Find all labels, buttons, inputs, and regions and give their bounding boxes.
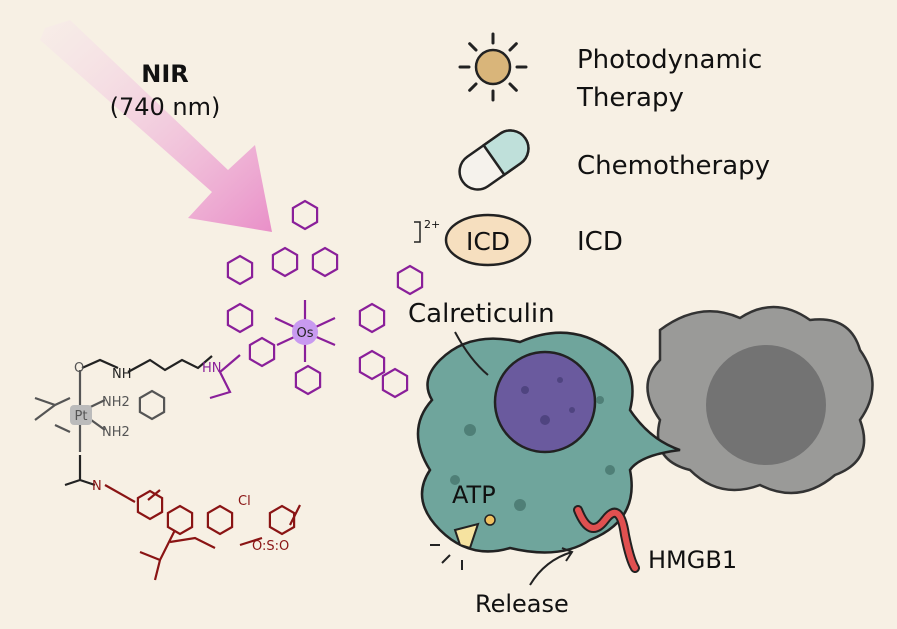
molecule-structure (136, 199, 424, 536)
aromatic-ring (396, 264, 424, 296)
hmgb1-label: HMGB1 (648, 546, 737, 574)
aromatic-ring (381, 367, 409, 399)
sun-ray (508, 82, 518, 92)
aromatic-ring (226, 254, 254, 286)
molecule-bonds (34, 300, 336, 581)
pt-atom: Pt (75, 409, 88, 424)
aromatic-ring (226, 302, 254, 334)
pt-oxygen: O (74, 361, 84, 376)
atp-label: ATP (452, 481, 496, 509)
bracket (414, 221, 421, 243)
aromatic-ring (271, 246, 299, 278)
aromatic-ring (248, 336, 276, 368)
nh2-bottom: NH2 (102, 425, 130, 440)
piperidine-n: N (92, 479, 102, 494)
wavelength-label: (740 nm) (110, 93, 221, 121)
release-arrow (529, 547, 574, 586)
sun-icon (458, 32, 528, 102)
hmgb1-protein (575, 507, 638, 571)
nir-arrow (40, 20, 272, 232)
icd-badge-text: ICD (466, 227, 510, 256)
nh2-top: NH2 (102, 395, 130, 410)
nir-label: NIR (141, 60, 189, 88)
sulfonyl: O:S:O (252, 539, 289, 554)
os-center (292, 319, 318, 345)
legend-chemo: Chemotherapy (577, 151, 770, 181)
chromatin-dots (521, 377, 575, 425)
aromatic-ring (358, 349, 386, 381)
legend-icd: ICD (577, 227, 623, 257)
aromatic-ring (358, 302, 386, 334)
dead-cell-nucleus (706, 345, 826, 465)
legend-pdt-line1: Photodynamic (577, 45, 762, 75)
os-atom: Os (296, 326, 313, 341)
calreticulin-pointer (454, 331, 489, 376)
atp-burst (453, 522, 480, 550)
vesicles (450, 396, 615, 511)
cl-atom: Cl (238, 494, 251, 509)
icd-badge (444, 213, 532, 267)
hn-atom: HN (202, 361, 222, 376)
aromatic-ring (291, 199, 319, 231)
aromatic-ring (136, 489, 164, 521)
aromatic-ring (166, 504, 194, 536)
release-label: Release (475, 590, 569, 618)
aromatic-ring (268, 504, 296, 536)
pt-center (70, 405, 92, 425)
aromatic-ring (206, 504, 234, 536)
aromatic-ring (311, 246, 339, 278)
burst-lines (430, 544, 463, 570)
sun-ray (468, 42, 478, 52)
aromatic-ring (138, 389, 166, 421)
legend-pdt-line2: Therapy (576, 83, 684, 113)
calreticulin-label: Calreticulin (408, 299, 555, 329)
nh-atom: NH (112, 367, 132, 382)
charge-label: 2+ (424, 218, 440, 231)
aromatic-ring (294, 364, 322, 396)
sun-ray (508, 42, 518, 52)
nucleus (493, 350, 597, 454)
pill-icon (458, 129, 530, 191)
sun-ray (468, 82, 478, 92)
atp-dot (484, 514, 496, 526)
